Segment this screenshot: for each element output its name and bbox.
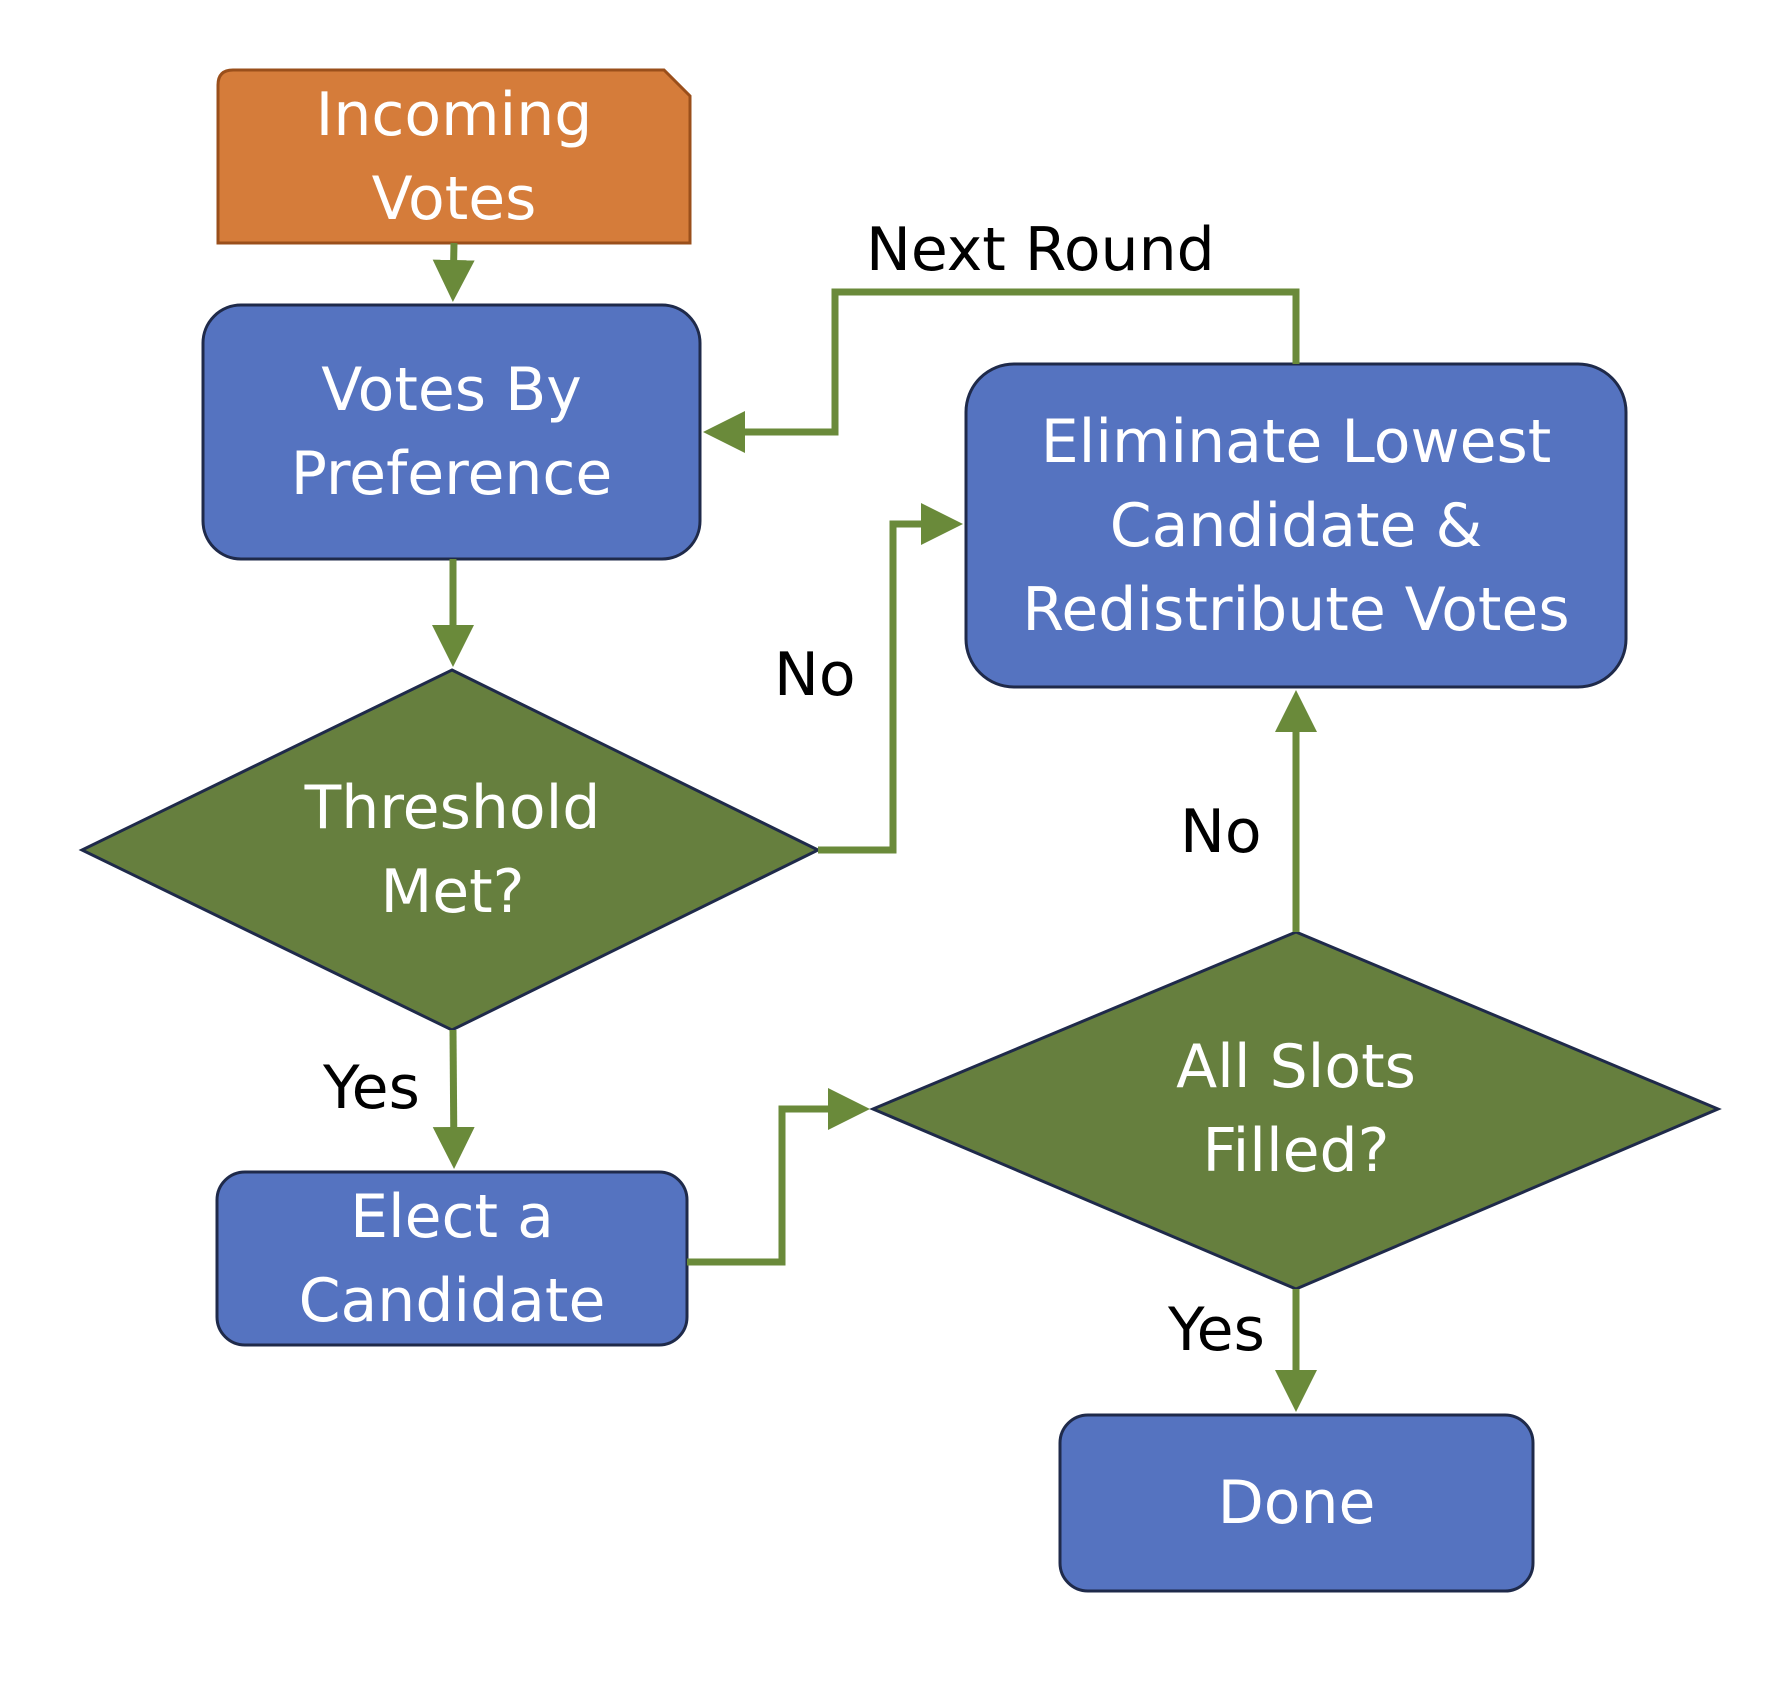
arrow-incoming-to-preference	[432, 242, 475, 302]
arrow-threshold-yes-to-elect	[432, 1029, 475, 1169]
threshold-met-shape	[78, 668, 822, 1032]
arrow-next-round-loop	[703, 288, 1300, 453]
elect-candidate-shape	[215, 1170, 689, 1347]
votes-by-preference-shape	[201, 303, 702, 561]
slots-no-label: No	[1180, 797, 1262, 867]
threshold-yes-label: Yes	[323, 1053, 420, 1123]
incoming-votes-shape	[216, 68, 692, 245]
next-round-label: Next Round	[866, 215, 1215, 285]
arrow-threshold-no-to-eliminate	[818, 503, 963, 854]
slots-yes-label: Yes	[1168, 1295, 1265, 1365]
done-shape	[1058, 1413, 1535, 1593]
threshold-no-label: No	[774, 640, 856, 710]
eliminate-lowest-shape	[964, 362, 1628, 689]
all-slots-filled-shape	[869, 930, 1722, 1291]
arrow-elect-to-slots	[687, 1088, 870, 1266]
